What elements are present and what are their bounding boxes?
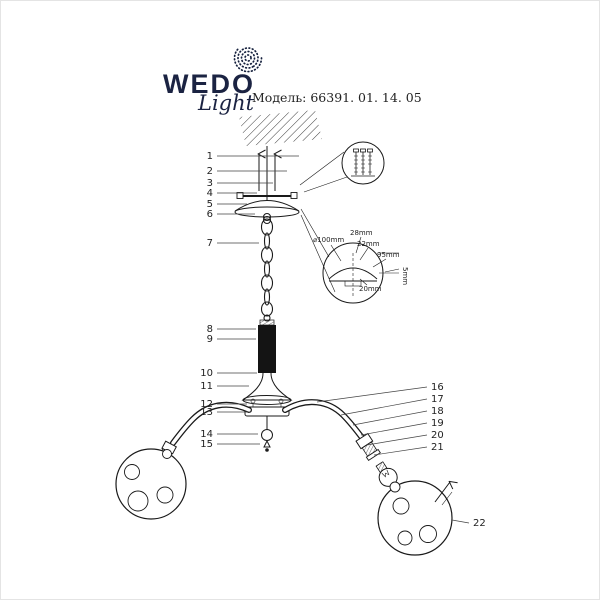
brand-wordmark: WEDO: [163, 69, 255, 99]
callout-number: 17: [431, 394, 444, 405]
ceiling-surface: [239, 110, 322, 146]
finial-ball: [261, 429, 273, 441]
mounting-rod: [236, 146, 298, 201]
callout-number: 16: [431, 382, 444, 393]
callout-number: 2: [207, 166, 213, 177]
shade-hole: [392, 497, 410, 515]
dim-95-label: 95mm: [377, 251, 400, 259]
insertion-arrow-icon: [434, 482, 452, 506]
callout-number: 15: [200, 439, 213, 450]
left-arm: [170, 401, 252, 446]
right-shade: [377, 480, 453, 556]
tube-body: [258, 325, 276, 373]
callout-leaders-right: [316, 386, 470, 524]
chain: [260, 212, 274, 322]
shade-hole: [124, 464, 140, 480]
hub-body: [244, 406, 290, 417]
dim-5-label: 5mm: [401, 267, 409, 285]
callout-number: 4: [207, 188, 213, 199]
center-tube: [258, 319, 276, 373]
callout-numbers-right: 16 17 18 19 20 21 22: [431, 382, 486, 529]
canopy-cross-section: [328, 252, 399, 297]
dim-28-label: 28mm: [350, 229, 373, 237]
callout-number: 5: [207, 199, 213, 210]
callout-number: 6: [207, 209, 213, 220]
callout-number: 20: [431, 430, 444, 441]
callout-leaders-left: [217, 155, 299, 445]
shade-neck-hole: [162, 449, 172, 459]
spiral-dots-icon: [233, 47, 263, 73]
threaded-nipple: [259, 319, 275, 326]
shade-hole: [127, 490, 149, 512]
callout-number: 19: [431, 418, 444, 429]
callout-number: 13: [200, 407, 213, 418]
callout-number: 11: [200, 381, 213, 392]
finial-tip: [263, 439, 271, 448]
right-arm: [282, 399, 366, 442]
screw-detail-circle: [299, 141, 385, 193]
callout-number: 21: [431, 442, 444, 453]
dim-20-label: 20mm: [359, 285, 382, 293]
brand-script: Light: [197, 91, 255, 115]
ceiling-hatch: [239, 110, 322, 146]
strap-screw-right: [290, 192, 298, 199]
callout-number: 14: [200, 429, 213, 440]
dimension-labels: ⌀100mm 28mm 22mm 95mm 20mm 5mm: [313, 229, 409, 293]
callout-number: 22: [473, 518, 486, 529]
shade-neck-hole: [389, 481, 401, 493]
strap-screw-left: [236, 192, 244, 199]
dimension-detail-circle: ⌀100mm 28mm 22mm 95mm 20mm 5mm: [300, 208, 409, 304]
callout-number: 1: [207, 151, 213, 162]
callout-number: 18: [431, 406, 444, 417]
hub-assembly: [244, 398, 290, 452]
callout-number: 9: [207, 334, 213, 345]
dim-22-label: 22mm: [357, 240, 380, 248]
callout-number: 3: [207, 178, 213, 189]
shade-hole: [419, 525, 437, 543]
light-bulb: [375, 461, 398, 487]
detail-screws: [351, 148, 375, 177]
shade-hole: [156, 486, 174, 504]
brand-logo: WEDO Light Модель: 66391. 01. 14. 05: [163, 47, 422, 115]
bobeche-cone: [241, 372, 293, 405]
left-shade: [115, 448, 187, 520]
callout-number: 12: [200, 399, 213, 410]
dim-diameter-label: ⌀100mm: [313, 236, 344, 244]
right-socket: [355, 432, 381, 462]
shade-hole: [397, 530, 413, 546]
chain-hook: [262, 212, 272, 222]
finial-drop: [265, 448, 269, 452]
callout-number: 8: [207, 324, 213, 335]
callout-number: 10: [200, 368, 213, 379]
callout-number: 7: [207, 238, 213, 249]
callout-numbers-left: 1 2 3 4 5 6 7 8 9 10 11 12 13 14 15: [200, 151, 213, 450]
model-label: Модель: 66391. 01. 14. 05: [252, 90, 422, 105]
